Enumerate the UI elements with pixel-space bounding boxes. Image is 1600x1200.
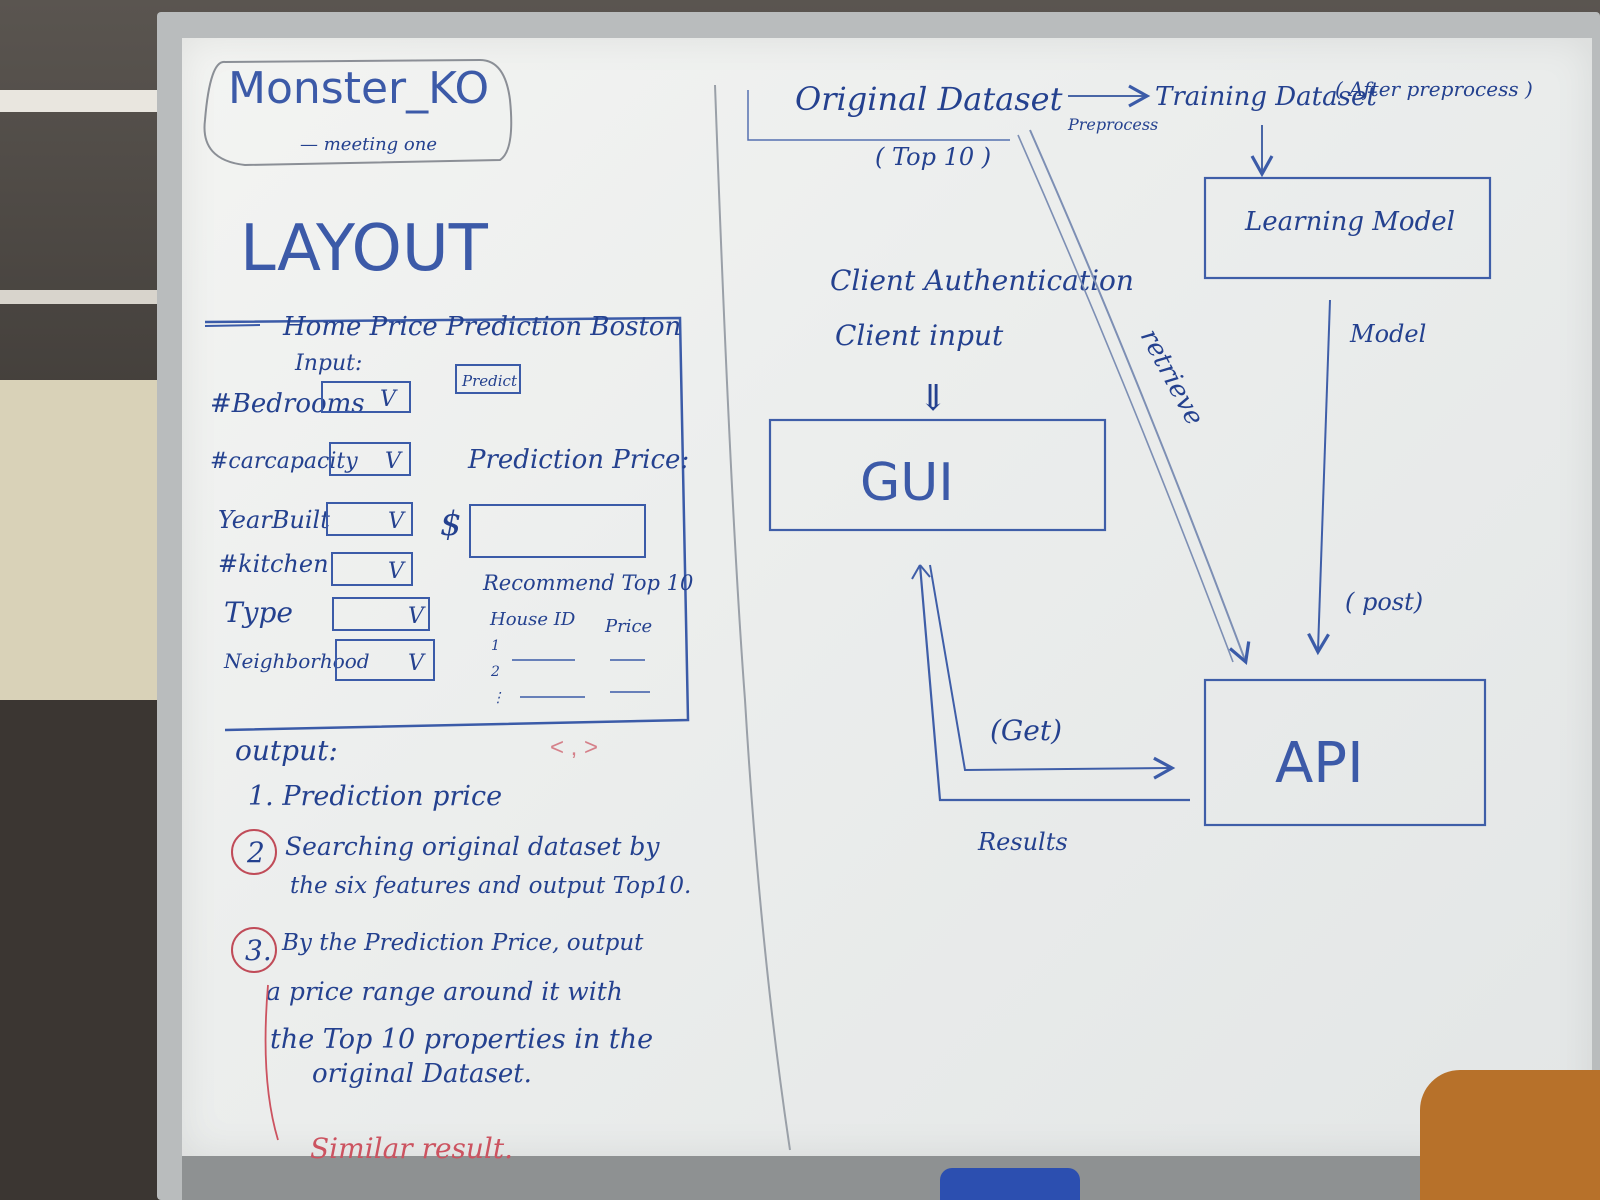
output-item-2-number: 2 bbox=[246, 836, 265, 869]
marker-tray bbox=[182, 1156, 1600, 1200]
field-dropdown-kitchen bbox=[331, 552, 413, 586]
chevron-down-icon: V bbox=[408, 604, 426, 629]
api-box bbox=[1203, 678, 1487, 827]
number-circle bbox=[231, 927, 277, 973]
currency-symbol: $ bbox=[440, 504, 462, 544]
chevron-down-icon: V bbox=[388, 559, 406, 584]
field-label-type: Type bbox=[224, 596, 293, 629]
retrieve-edge bbox=[1017, 134, 1234, 663]
output-item-3-line3: the Top 10 properties in the bbox=[270, 1024, 653, 1055]
get-label: (Get) bbox=[990, 714, 1062, 747]
ceiling-light bbox=[0, 90, 170, 112]
layout-heading: LAYOUT bbox=[240, 212, 489, 286]
table-row-number: ⋮ bbox=[491, 690, 505, 706]
field-dropdown-neighborhood bbox=[335, 639, 435, 681]
field-label-carcapacity: #carcapacity bbox=[210, 449, 358, 474]
dataset-bracket bbox=[747, 90, 1010, 141]
prediction-output-box bbox=[469, 504, 646, 558]
output-label: output: bbox=[235, 734, 338, 767]
post-label: ( post) bbox=[1345, 588, 1423, 616]
wall-panel bbox=[0, 380, 165, 710]
output-item-3-line4: original Dataset. bbox=[312, 1059, 532, 1089]
table-row-number: 1 bbox=[491, 638, 500, 654]
pager-controls: < , > bbox=[550, 734, 598, 761]
table-header-house-id: House ID bbox=[489, 609, 576, 630]
double-down-arrow-icon: ⇓ bbox=[918, 378, 948, 419]
original-dataset: Original Dataset bbox=[795, 80, 1063, 118]
predict-button-label: Predict bbox=[461, 372, 518, 390]
field-label-neighborhood: Neighborhood bbox=[223, 649, 370, 673]
subtitle-text: — meeting one bbox=[300, 134, 437, 155]
field-label-kitchen: #kitchen bbox=[218, 550, 329, 578]
field-label-bedrooms: #Bedrooms bbox=[210, 389, 365, 419]
floor bbox=[0, 700, 165, 1200]
results-up-arrow bbox=[911, 564, 931, 580]
field-dropdown-yearbuilt bbox=[326, 502, 413, 536]
get-edge-inner bbox=[929, 564, 1176, 780]
gui-label: GUI bbox=[860, 453, 954, 513]
model-edge bbox=[1307, 299, 1331, 656]
table-header-price: Price bbox=[604, 616, 652, 637]
input-label: Input: bbox=[294, 351, 362, 376]
marker-cap bbox=[940, 1168, 1080, 1200]
field-dropdown-carcapacity bbox=[329, 442, 411, 476]
chevron-down-icon: V bbox=[388, 509, 406, 534]
app-title-rule bbox=[204, 324, 261, 327]
prediction-label: Prediction Price: bbox=[467, 445, 689, 475]
title-bubble bbox=[203, 58, 513, 167]
chevron-down-icon: V bbox=[408, 651, 426, 676]
client-input: Client input bbox=[835, 319, 1004, 352]
learning-model-label: Learning Model bbox=[1244, 207, 1455, 237]
output-item-3-line1: By the Prediction Price, output bbox=[281, 930, 644, 956]
title-text: Monster_KO bbox=[228, 63, 489, 114]
learning-model-box bbox=[1203, 176, 1492, 280]
chevron-down-icon: V bbox=[380, 387, 398, 412]
top10-note: ( Top 10 ) bbox=[875, 143, 991, 171]
retrieve-edge bbox=[1029, 129, 1251, 665]
note-similar-result: Similar result. bbox=[310, 1132, 513, 1165]
output-item-1: 1. Prediction price bbox=[248, 781, 502, 812]
output-item-3-number: 3. bbox=[245, 934, 272, 967]
after-preprocess: ( After preprocess ) bbox=[1335, 77, 1533, 101]
preprocess-label: Preprocess bbox=[1067, 115, 1158, 134]
model-edge-label: Model bbox=[1349, 320, 1426, 348]
output-item-3-line2: a price range around it with bbox=[266, 977, 623, 1006]
number-circle bbox=[231, 829, 277, 875]
center-divider bbox=[714, 84, 791, 1151]
field-dropdown-type bbox=[332, 597, 430, 631]
jacket bbox=[1420, 1070, 1600, 1200]
chevron-down-icon: V bbox=[385, 449, 403, 474]
recommend-label: Recommend Top 10 bbox=[482, 571, 693, 595]
field-dropdown-bedrooms bbox=[321, 381, 411, 413]
api-label: API bbox=[1275, 731, 1364, 796]
app-frame bbox=[204, 316, 690, 732]
output-item-2-line1: Searching original dataset by bbox=[285, 832, 660, 861]
gui-box bbox=[768, 418, 1107, 532]
red-arrow bbox=[264, 984, 279, 1141]
results-label: Results bbox=[977, 828, 1068, 856]
training-dataset: Training Dataset bbox=[1155, 82, 1377, 112]
table-row-number: 2 bbox=[490, 664, 500, 680]
predict-button bbox=[455, 364, 521, 394]
output-item-2-line2: the six features and output Top10. bbox=[290, 873, 691, 899]
field-label-yearbuilt: YearBuilt bbox=[218, 506, 330, 534]
client-auth: Client Authentication bbox=[830, 264, 1134, 297]
app-title: Home Price Prediction Boston bbox=[282, 312, 681, 342]
get-edge bbox=[918, 564, 1190, 802]
ceiling-light bbox=[0, 290, 170, 304]
retrieve-label: retrieve bbox=[1134, 324, 1210, 430]
